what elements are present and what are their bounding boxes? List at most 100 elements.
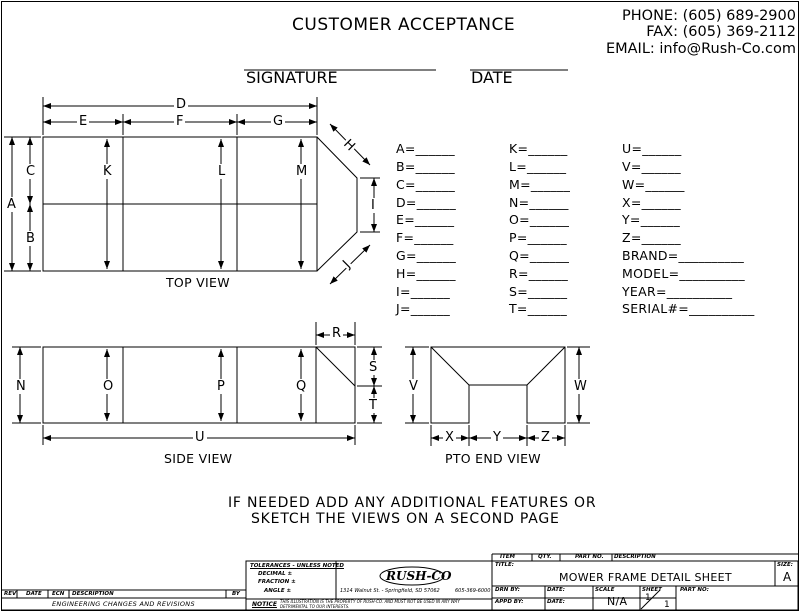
logo-oval [379, 566, 445, 586]
dim-label-x: X [443, 430, 456, 445]
rev-header-date: DATE [26, 591, 42, 597]
note-line-1: IF NEEDED ADD ANY ADDITIONAL FEATURES OR [228, 495, 597, 511]
rev-header-ecn: ECN [52, 591, 65, 597]
field-h[interactable]: H=______ [396, 266, 456, 281]
phone-text: PHONE: (605) 689-2900 [622, 8, 796, 24]
field-model[interactable]: MODEL=__________ [622, 266, 745, 281]
fraction-label: FRACTION ± [258, 579, 296, 585]
pto-end-view-label: PTO END VIEW [445, 451, 541, 466]
company-address: 1314 Walnut St. - Springfield, SD 57062 [340, 588, 440, 594]
fax-text: FAX: (605) 369-2112 [646, 24, 796, 40]
pto-end-view-drawing [405, 346, 590, 446]
part-no-header: PART NO. [575, 554, 604, 560]
appd-by-label: APPD BY: [495, 599, 524, 605]
field-b[interactable]: B=______ [396, 159, 455, 174]
dim-label-a: A [6, 197, 17, 212]
drn-by-label: DRN BY: [495, 587, 520, 593]
size-value: A [783, 570, 792, 584]
field-x[interactable]: X=______ [622, 195, 681, 210]
field-y[interactable]: Y=______ [622, 212, 681, 227]
rev-header-by: BY [232, 591, 240, 597]
dim-label-q: Q [295, 379, 308, 394]
field-r[interactable]: R=______ [509, 266, 569, 281]
notice-label: NOTICE [252, 601, 277, 608]
field-z[interactable]: Z=______ [622, 230, 681, 245]
field-f[interactable]: F=______ [396, 230, 454, 245]
rush-co-logo: RUSH-CO [386, 569, 452, 583]
dim-label-b: B [25, 231, 36, 246]
dim-label-v: V [408, 379, 419, 394]
email-text: EMAIL: info@Rush-Co.com [605, 41, 796, 57]
sheet-title: MOWER FRAME DETAIL SHEET [559, 571, 732, 584]
rev-header-rev: REV [4, 591, 17, 597]
dim-label-w: W [573, 379, 588, 394]
decimal-label: DECIMAL ± [258, 571, 293, 577]
field-e[interactable]: E=______ [396, 212, 455, 227]
field-w[interactable]: W=______ [622, 177, 685, 192]
field-v[interactable]: V=______ [622, 159, 681, 174]
field-m[interactable]: M=______ [509, 177, 571, 192]
size-label: SIZE: [777, 562, 793, 568]
date-label: DATE [471, 68, 513, 87]
drn-date-label: DATE: [547, 587, 566, 593]
dim-label-u: U [193, 430, 207, 445]
field-brand[interactable]: BRAND=__________ [622, 248, 745, 263]
field-a[interactable]: A=______ [396, 141, 455, 156]
dim-label-n: N [15, 379, 27, 394]
field-i[interactable]: I=______ [396, 284, 451, 299]
angle-label: ANGLE ± [264, 588, 292, 594]
dim-label-m: M [295, 164, 309, 179]
title-block-lines [1, 553, 799, 611]
note-line-2: SKETCH THE VIEWS ON A SECOND PAGE [251, 511, 560, 527]
sheet-label: SHEET [642, 587, 662, 593]
dim-label-t: T [368, 398, 378, 413]
dim-label-k: K [102, 164, 113, 179]
item-header: ITEM [500, 554, 516, 560]
tolerances-label: TOLERANCES - UNLESS NOTED [250, 563, 344, 569]
dim-label-d: D [174, 97, 189, 112]
top-view-drawing [4, 97, 380, 285]
rev-header-description: DESCRIPTION [72, 591, 114, 597]
rev-footer: ENGINEERING CHANGES AND REVISIONS [52, 600, 195, 608]
scale-label: SCALE [595, 587, 615, 593]
field-t[interactable]: T=______ [509, 301, 568, 316]
dim-label-y: Y [491, 430, 503, 445]
dim-label-z: Z [539, 430, 552, 445]
field-p[interactable]: P=______ [509, 230, 567, 245]
dim-label-c: C [25, 164, 37, 179]
field-g[interactable]: G=______ [396, 248, 457, 263]
field-n[interactable]: N=______ [509, 195, 569, 210]
part-no-label: PART NO: [680, 587, 709, 593]
qty-header: QTY. [538, 554, 552, 560]
dim-label-e: E [77, 114, 90, 129]
description-header: DESCRIPTION [614, 554, 656, 560]
field-u[interactable]: U=______ [622, 141, 682, 156]
side-view-drawing [12, 322, 382, 445]
sheet-total: 1 [664, 600, 670, 610]
title-label: TITLE: [495, 562, 515, 568]
dim-label-p: P [216, 379, 226, 394]
side-view-label: SIDE VIEW [164, 451, 233, 466]
field-q[interactable]: Q=______ [509, 248, 570, 263]
field-o[interactable]: O=______ [509, 212, 570, 227]
field-k[interactable]: K=______ [509, 141, 568, 156]
field-year[interactable]: YEAR=__________ [622, 284, 733, 299]
dim-label-i: I [370, 198, 376, 213]
field-s[interactable]: S=______ [509, 284, 568, 299]
field-c[interactable]: C=______ [396, 177, 456, 192]
dim-label-g: G [271, 114, 286, 129]
field-l[interactable]: L=______ [509, 159, 567, 174]
dim-label-r: R [330, 326, 344, 341]
field-serial[interactable]: SERIAL#=__________ [622, 301, 755, 316]
top-view-label: TOP VIEW [166, 275, 230, 290]
scale-value: N/A [607, 595, 628, 608]
notice-text-2: DETRIMENTAL TO OUR INTERESTS. [280, 604, 350, 609]
field-d[interactable]: D=______ [396, 195, 456, 210]
field-j[interactable]: J=______ [396, 301, 451, 316]
dim-label-f: F [174, 114, 186, 129]
customer-acceptance-title: CUSTOMER ACCEPTANCE [292, 15, 516, 35]
dim-label-o: O [102, 379, 115, 394]
signature-label: SIGNATURE [246, 68, 338, 87]
